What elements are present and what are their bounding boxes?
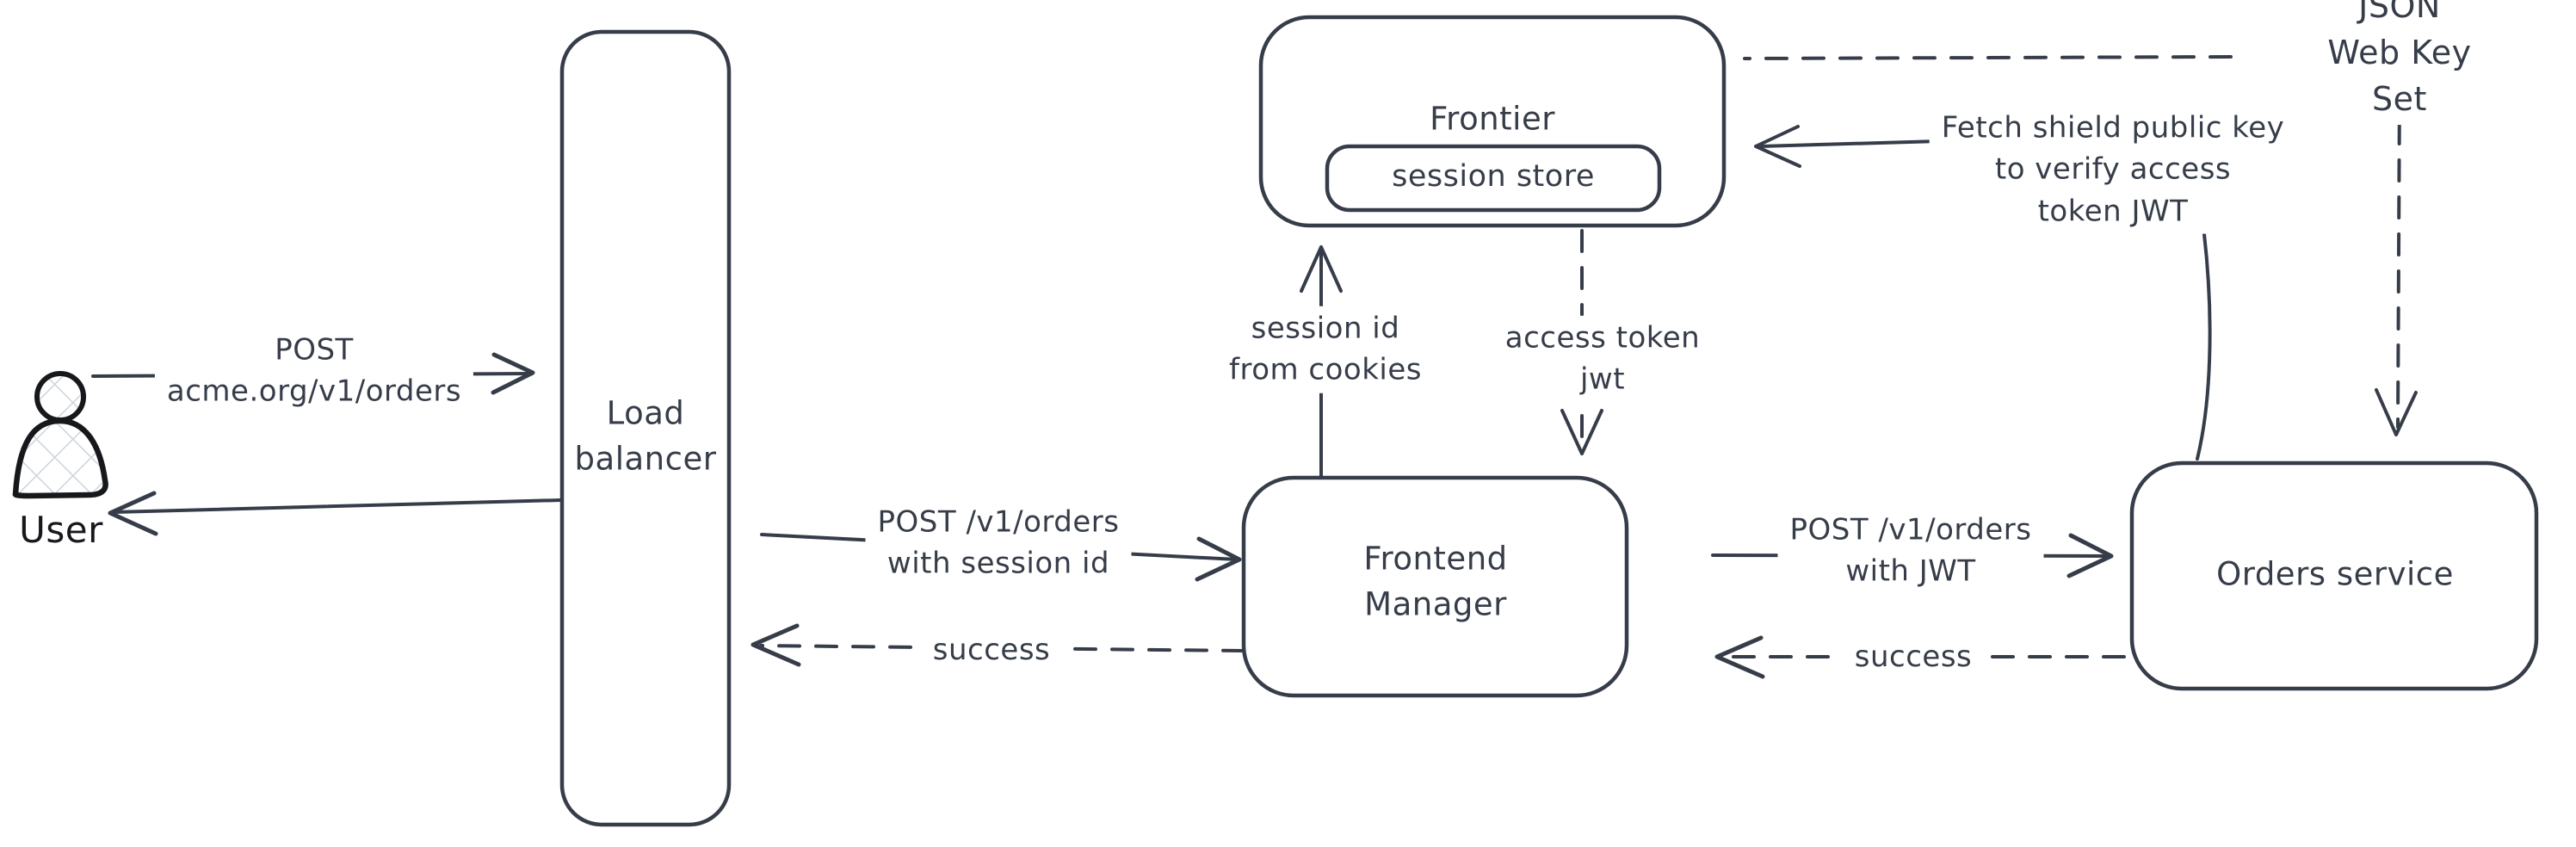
frontend-manager-label: Frontend Manager bbox=[1363, 540, 1508, 622]
fm-to-lb-edge-label: success bbox=[920, 627, 1063, 673]
lb-to-user-arrow-line bbox=[112, 498, 563, 514]
lb-to-fm-arrowhead bbox=[1195, 536, 1242, 582]
user-label: User bbox=[19, 509, 103, 552]
session-store-box bbox=[1325, 144, 1662, 213]
jwks-arrowhead bbox=[2375, 388, 2418, 436]
orders-to-fm-arrowhead bbox=[1714, 635, 1765, 679]
orders-service-box bbox=[2129, 461, 2539, 691]
orders-to-frontier-curve bbox=[2196, 232, 2212, 461]
orders-to-fm-edge-label: success bbox=[1842, 634, 1985, 680]
user-icon bbox=[12, 371, 108, 499]
fetch-public-key-edge-label: Fetch shield public key to verify access… bbox=[1929, 105, 2297, 234]
frontier-to-fm-edge-label: access token jwt bbox=[1492, 315, 1713, 403]
jwks-label: JSON Web Key Set bbox=[2311, 0, 2488, 125]
frontend-manager-box bbox=[1241, 475, 1629, 698]
fm-to-orders-edge-label: POST /v1/orders with JWT bbox=[1777, 507, 2044, 595]
orders-to-frontier-arrowhead bbox=[1754, 125, 1801, 168]
fm-to-frontier-arrowhead bbox=[1300, 245, 1343, 293]
orders-service-label: Orders service bbox=[2216, 555, 2454, 593]
fm-to-lb-arrowhead bbox=[751, 623, 801, 667]
fm-to-orders-arrowhead bbox=[2066, 533, 2114, 578]
frontier-label: Frontier bbox=[1430, 100, 1555, 138]
user-to-lb-arrowhead bbox=[491, 352, 535, 395]
session-store-label: session store bbox=[1392, 159, 1595, 195]
user-to-lb-edge-label: POST acme.org/v1/orders bbox=[154, 327, 474, 415]
jwks-dashed-vertical-line bbox=[2396, 84, 2401, 429]
frontier-to-fm-arrowhead bbox=[1560, 409, 1603, 455]
lb-to-user-arrowhead bbox=[108, 491, 158, 536]
jwks-dashed-horizontal-line bbox=[1743, 55, 2233, 60]
load-balancer-label: Load balancer bbox=[574, 394, 717, 477]
lb-to-fm-edge-label: POST /v1/orders with session id bbox=[865, 499, 1132, 587]
fm-to-frontier-edge-label: session id from cookies bbox=[1217, 306, 1434, 393]
load-balancer-box bbox=[559, 29, 732, 827]
